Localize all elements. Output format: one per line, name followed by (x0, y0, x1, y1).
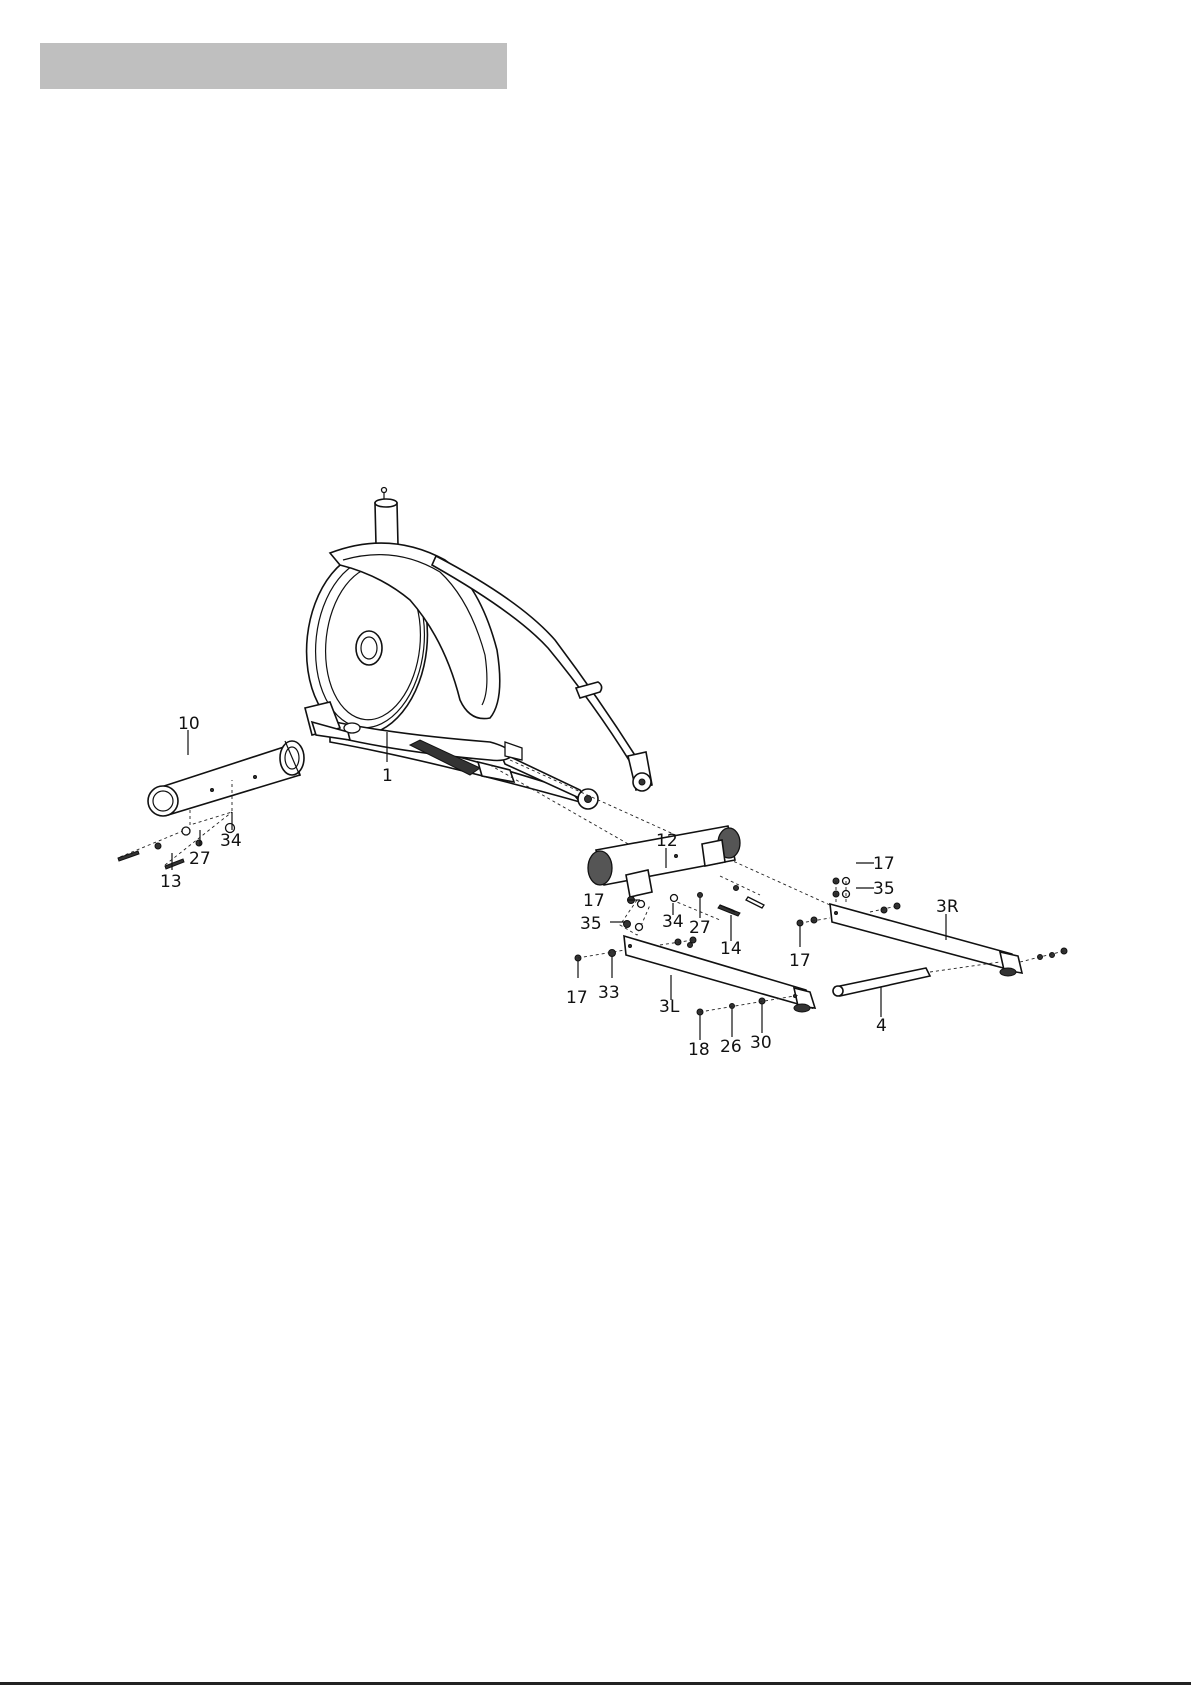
rear-cover-bar (833, 962, 1000, 996)
label-3R: 3R (936, 897, 959, 917)
label-3L: 3L (659, 997, 680, 1017)
label-17-top-right: 17 (873, 854, 895, 874)
label-27-front: 27 (189, 849, 211, 869)
main-frame (298, 488, 652, 810)
label-33: 33 (598, 983, 620, 1003)
right-rear-stabilizer (797, 878, 1067, 977)
label-13: 13 (160, 872, 182, 892)
label-35-left: 35 (580, 914, 602, 934)
label-18: 18 (688, 1040, 710, 1060)
label-14: 14 (720, 939, 742, 959)
front-stabilizer (148, 741, 304, 816)
label-1: 1 (382, 766, 393, 786)
label-4: 4 (876, 1016, 887, 1036)
label-35-right: 35 (873, 879, 895, 899)
label-12: 12 (656, 831, 678, 851)
label-17-mid: 17 (789, 951, 811, 971)
label-30: 30 (750, 1033, 772, 1053)
label-34-front: 34 (220, 831, 242, 851)
label-26: 26 (720, 1037, 742, 1057)
label-17-left: 17 (583, 891, 605, 911)
left-rear-stabilizer (575, 936, 815, 1015)
label-17-bottom: 17 (566, 988, 588, 1008)
label-27-rear: 27 (689, 918, 711, 938)
label-10: 10 (178, 714, 200, 734)
label-34-rear: 34 (662, 912, 684, 932)
